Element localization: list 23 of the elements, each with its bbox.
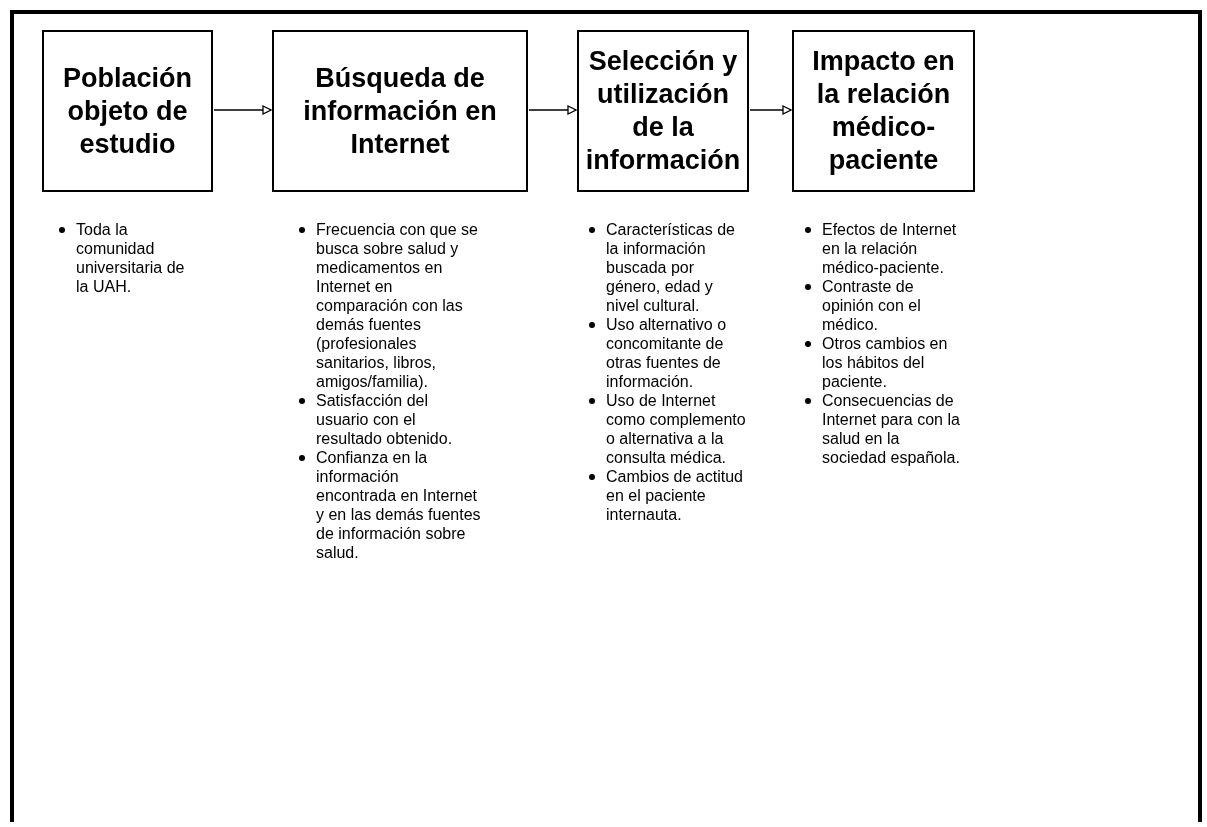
process-box xyxy=(42,30,213,192)
arrow xyxy=(213,105,272,115)
bullet-text: Otros cambios en los hábitos del paciente. xyxy=(822,334,949,391)
box-heading: Selección y utilización de la información xyxy=(584,45,742,177)
box-heading: Población objeto de estudio xyxy=(62,61,193,161)
bullet-text: Cambios de actitud en el paciente internauta. xyxy=(606,467,744,524)
bullet-text: Características de la información buscada por género, edad y nivel cultural. xyxy=(606,220,736,315)
bullet-text: Satisfacción del usuario con el resultado obtenido. xyxy=(316,391,454,448)
box-heading: Impacto en la relación médico-paciente xyxy=(811,45,956,177)
arrow xyxy=(749,105,792,115)
bullet-text: Contraste de opinión con el médico. xyxy=(822,277,922,334)
process-box xyxy=(577,30,749,192)
bullet-text: Uso de Internet como complemento o alternativa a la consulta médica. xyxy=(606,391,747,467)
process-box xyxy=(272,30,528,192)
bullet-text: Efectos de Internet en la relación médico-paciente. xyxy=(822,220,958,277)
bullet-text: Uso alternativo o concomitante de otras fuentes de información. xyxy=(606,315,728,391)
bullet-text: Consecuencias de Internet para con la salud en la sociedad española. xyxy=(822,391,961,467)
bullet-text: Frecuencia con que se busca sobre salud y medicamentos en Internet en comparación con las demás fuentes (profesionales sanitarios, libros, amigos/familia). xyxy=(316,220,479,391)
process-box xyxy=(792,30,975,192)
bullet-text: Confianza en la información encontrada en Internet y en las demás fuentes de información sobre salud. xyxy=(316,448,482,562)
arrow xyxy=(528,105,577,115)
box-heading: Búsqueda de información en Internet xyxy=(302,61,498,161)
bullet-text: Toda la comunidad universitaria de la UAH. xyxy=(76,220,186,296)
